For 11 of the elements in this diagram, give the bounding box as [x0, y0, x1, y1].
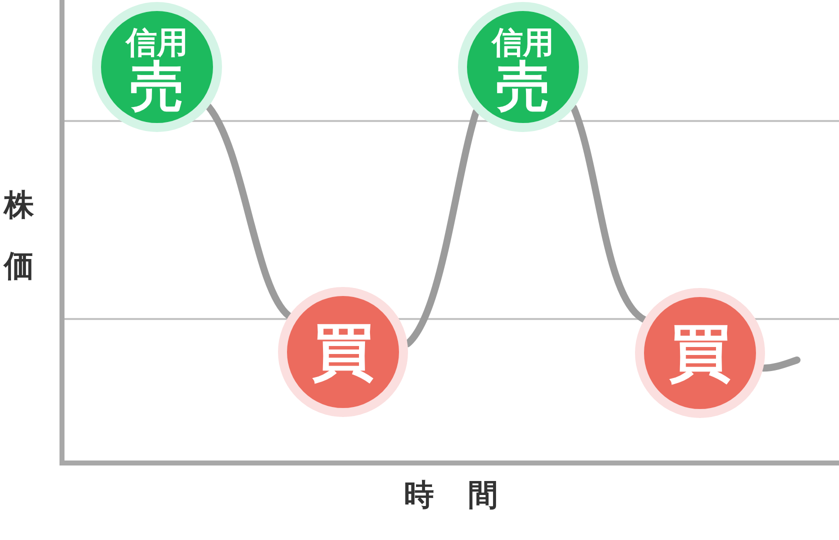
node-subtitle: 信用	[492, 27, 554, 59]
axis-title: 株価	[3, 187, 35, 286]
node-subtitle: 信用	[126, 27, 188, 59]
node-label: 買	[669, 320, 731, 386]
node-label: 買	[312, 319, 374, 385]
price-line	[570, 104, 648, 324]
price-line	[205, 103, 292, 320]
price-line	[404, 108, 480, 348]
axis-title: 時間	[404, 480, 498, 512]
node-label: 売	[130, 59, 184, 115]
node-label: 売	[496, 59, 550, 115]
